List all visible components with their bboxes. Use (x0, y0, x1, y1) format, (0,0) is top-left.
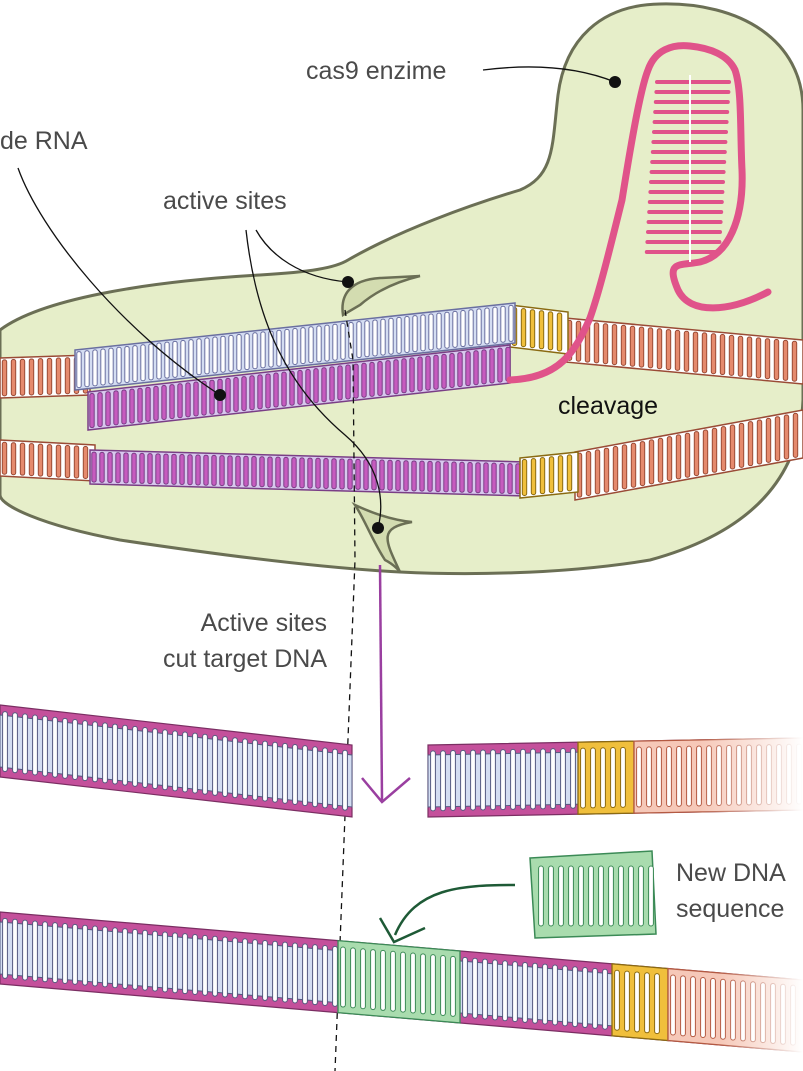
guide-rna-hairpin (506, 42, 772, 384)
cut-caption-line2: cut target DNA (163, 645, 327, 673)
cas9-pointer-dot (609, 76, 621, 88)
cleavage-arrow (361, 564, 411, 804)
cas9-enzyme-label: cas9 enzime (306, 57, 447, 85)
active-site-bottom-dot (372, 522, 384, 534)
cut-caption-line1: Active sites (200, 609, 327, 637)
guide-rna-pointer-dot (214, 389, 226, 401)
active-sites-label: active sites (163, 187, 287, 215)
cut-dna-left-fragment (0, 704, 353, 818)
active-site-top-dot (342, 276, 354, 288)
new-dna-caption-line2: sequence (676, 895, 785, 923)
leader-lines (17, 66, 616, 529)
leader-dots (214, 76, 621, 534)
new-dna-caption-line1: New DNA (676, 859, 786, 887)
cas9-enzyme (0, 2, 803, 576)
target-dna-top-strand (0, 304, 803, 399)
target-dna-bottom-strand (0, 409, 803, 501)
insertion-arrow (378, 883, 516, 944)
cleavage-label: cleavage (558, 392, 659, 420)
new-dna-sequence-piece (529, 850, 657, 939)
cut-dna-right-fragment (427, 725, 803, 835)
edited-dna (0, 911, 803, 1071)
guide-rna-label: de RNA (0, 127, 88, 155)
